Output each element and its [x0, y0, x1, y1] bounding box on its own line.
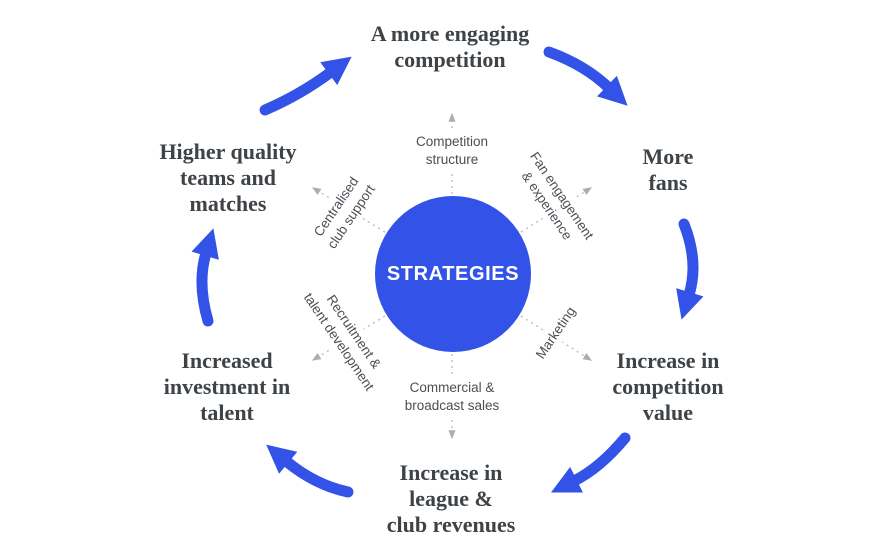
cycle-arrow-to-competition-value	[676, 218, 704, 320]
cycle-arrow-to-investment-talent	[266, 444, 354, 498]
outcome-line: fans	[648, 170, 688, 195]
outcome-line: club revenues	[386, 512, 516, 537]
strategy-line: broadcast sales	[404, 398, 500, 413]
cycle-arrows	[191, 46, 704, 498]
cycle-arrow-to-quality-teams	[191, 228, 219, 327]
strategies-hub: STRATEGIES	[375, 196, 531, 352]
outcome-line: talent	[200, 400, 254, 425]
spoke-line-fan-engagement	[520, 187, 593, 233]
outcome-league-club-revenues: Increase in league & club revenues	[387, 460, 516, 538]
spoke-line-recruitment	[311, 315, 386, 361]
outcome-line: Higher quality	[159, 139, 297, 164]
cycle-arrow-to-more-fans	[543, 46, 628, 106]
outcome-quality-teams-matches: Higher quality teams and matches	[159, 139, 296, 217]
outcome-line: Increased	[181, 348, 273, 373]
cycle-arrow-to-engaging-competition	[259, 56, 352, 116]
outcome-line: matches	[189, 191, 267, 216]
strategy-line: structure	[425, 152, 479, 167]
outcome-line: More	[642, 144, 694, 169]
spoke-line-centralised-support	[311, 187, 386, 233]
outcome-line: Increase in	[399, 460, 503, 485]
outcome-competition-value: Increase in competition value	[612, 348, 723, 426]
outcome-line: Increase in	[616, 348, 720, 373]
strategy-label-commercial-broadcast: Commercial & broadcast sales	[401, 378, 503, 416]
outcome-line: league &	[409, 486, 493, 511]
outcome-line: competition	[394, 47, 506, 72]
outcome-line: teams and	[180, 165, 276, 190]
cycle-arrow-to-league-club-revenues	[550, 432, 631, 493]
outcome-line: value	[642, 400, 694, 425]
spoke-line-marketing	[520, 315, 593, 361]
outcome-line: competition	[612, 374, 724, 399]
strategies-hub-label: STRATEGIES	[386, 262, 520, 285]
outcome-investment-talent: Increased investment in talent	[164, 348, 291, 426]
outcome-engaging-competition: A more engaging competition	[371, 21, 529, 73]
outcome-line: A more engaging	[370, 21, 530, 46]
strategy-label-competition-structure: Competition structure	[412, 132, 492, 170]
outcome-line: investment in	[163, 374, 291, 399]
outcome-more-fans: More fans	[643, 144, 694, 196]
strategy-line: Commercial &	[409, 380, 495, 395]
strategy-line: Competition	[415, 134, 489, 149]
